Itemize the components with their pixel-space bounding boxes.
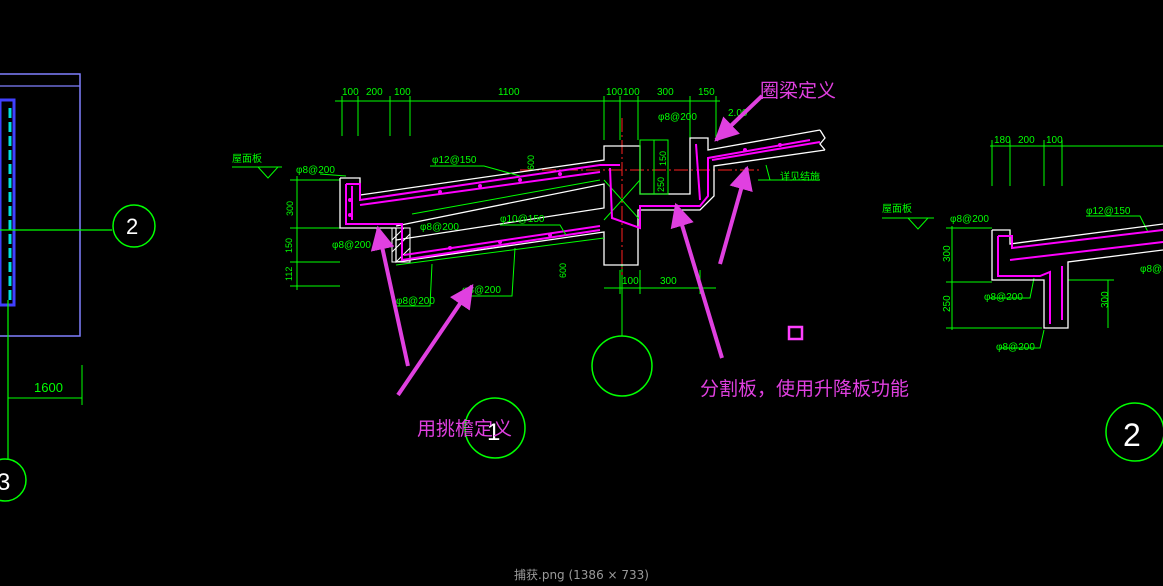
annotation-ring-beam: 圈梁定义 bbox=[760, 80, 837, 102]
svg-text:300: 300 bbox=[285, 201, 295, 216]
svg-text:2: 2 bbox=[1123, 417, 1141, 453]
dim-text: 100 bbox=[394, 87, 411, 98]
axis-bubble-2-right: 2 bbox=[1105, 402, 1163, 462]
selection-marker[interactable] bbox=[787, 325, 804, 341]
svg-text:250: 250 bbox=[942, 295, 953, 312]
axis-bubble-lower: 1 bbox=[464, 397, 526, 459]
annotation-eave: 用挑檐定义 bbox=[417, 418, 513, 440]
svg-text:φ8@200: φ8@200 bbox=[950, 214, 989, 225]
svg-text:300: 300 bbox=[1100, 291, 1111, 308]
dim-text: 200 bbox=[366, 87, 383, 98]
svg-text:3: 3 bbox=[0, 469, 10, 496]
left-plan-fragment: 1600 bbox=[0, 73, 112, 460]
svg-text:600: 600 bbox=[526, 155, 536, 170]
rebar-label: φ8@200 bbox=[420, 222, 459, 233]
svg-text:180: 180 bbox=[994, 135, 1011, 146]
svg-text:φ8@200: φ8@200 bbox=[984, 292, 1023, 303]
axis-bubble-2-left: 2 bbox=[112, 204, 156, 248]
svg-text:112: 112 bbox=[284, 267, 294, 281]
svg-text:2: 2 bbox=[126, 214, 138, 239]
svg-text:φ12@150: φ12@150 bbox=[1086, 206, 1131, 217]
right-section: 屋面板 180 200 100 φ8@200 φ12@150 φ8@200 φ8… bbox=[882, 135, 1163, 353]
annotation-partition-slab: 分割板，使用升降板功能 bbox=[700, 378, 910, 400]
rebar-label: 2.00 bbox=[728, 108, 748, 119]
svg-text:屋面板: 屋面板 bbox=[232, 152, 262, 165]
dim-text: 100 bbox=[606, 87, 623, 98]
level-mark-left: 屋面板 bbox=[232, 152, 282, 179]
rebar-label: φ8@200 bbox=[658, 112, 697, 123]
left-vertical-dims bbox=[290, 176, 340, 290]
svg-text:600: 600 bbox=[558, 263, 568, 278]
dim-text: 300 bbox=[657, 87, 674, 98]
rebar-lines bbox=[345, 139, 821, 262]
image-caption: 捕获.png (1386 × 733) bbox=[514, 568, 649, 582]
svg-text:200: 200 bbox=[1018, 135, 1035, 146]
rebar-label: φ8@200 bbox=[296, 165, 335, 176]
dim-text: 150 bbox=[698, 87, 715, 98]
dim-1600: 1600 bbox=[34, 380, 63, 395]
axis-bubble-3: 3 bbox=[0, 458, 27, 502]
svg-text:250: 250 bbox=[656, 177, 666, 192]
dim-text: 1100 bbox=[498, 87, 520, 98]
rebar-label: φ8@200 bbox=[396, 296, 435, 307]
svg-text:屋面板: 屋面板 bbox=[882, 202, 912, 215]
svg-text:300: 300 bbox=[942, 245, 953, 262]
svg-text:1: 1 bbox=[487, 419, 500, 446]
rebar-label: φ8@200 bbox=[462, 285, 501, 296]
svg-text:100: 100 bbox=[622, 276, 639, 287]
svg-text:150: 150 bbox=[284, 238, 294, 253]
dim-text: 100 bbox=[623, 87, 640, 98]
svg-text:150: 150 bbox=[658, 151, 668, 166]
svg-text:100: 100 bbox=[1046, 135, 1063, 146]
green-slab-lines bbox=[395, 139, 669, 266]
svg-text:φ8@200: φ8@200 bbox=[996, 342, 1035, 353]
rebar-label: φ8@200 bbox=[332, 240, 371, 251]
svg-text:φ8@200: φ8@200 bbox=[1140, 264, 1163, 275]
rebar-label: φ10@150 bbox=[500, 214, 545, 225]
rebar-label: 详见结施 bbox=[780, 170, 820, 183]
top-dimension-chain bbox=[335, 96, 720, 140]
dim-text: 100 bbox=[342, 87, 359, 98]
annotation-arrows bbox=[370, 94, 764, 397]
rebar-label: φ12@150 bbox=[432, 155, 477, 166]
rebar-dots bbox=[348, 143, 782, 250]
svg-text:300: 300 bbox=[660, 276, 677, 287]
